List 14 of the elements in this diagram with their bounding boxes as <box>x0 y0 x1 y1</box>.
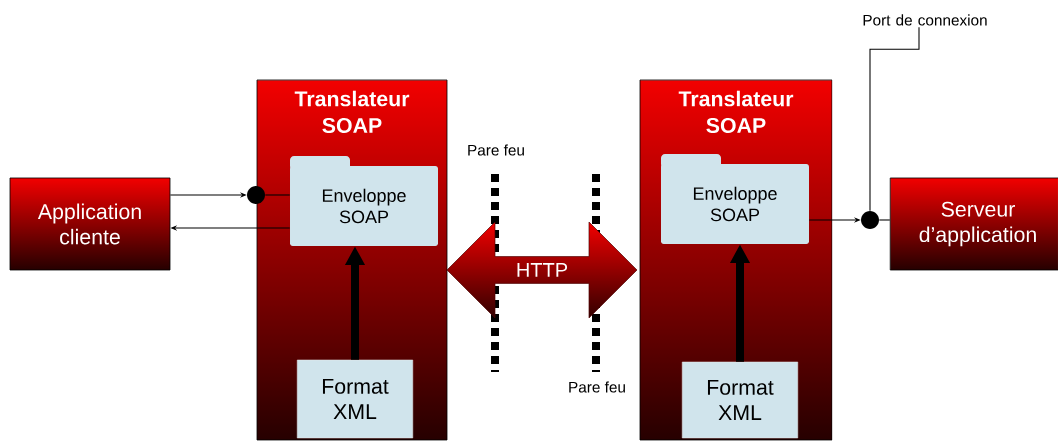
connection-dot <box>861 211 879 229</box>
folder-box: Enveloppe SOAP <box>661 154 809 244</box>
connector-line <box>878 219 891 221</box>
connector-line <box>264 194 291 196</box>
port-label: Port de connexion <box>863 14 987 26</box>
format-box: Format XML <box>296 359 414 439</box>
format-box: Format XML <box>681 361 799 439</box>
connection-dot <box>247 186 265 204</box>
firewall-label: Pare feu <box>569 381 625 393</box>
leader-line <box>869 26 920 212</box>
application-box: Serveur d’application <box>889 177 1058 271</box>
firewall-label: Pare feu <box>468 144 524 156</box>
application-box: Application cliente <box>9 177 171 271</box>
folder-box: Enveloppe SOAP <box>290 156 438 246</box>
